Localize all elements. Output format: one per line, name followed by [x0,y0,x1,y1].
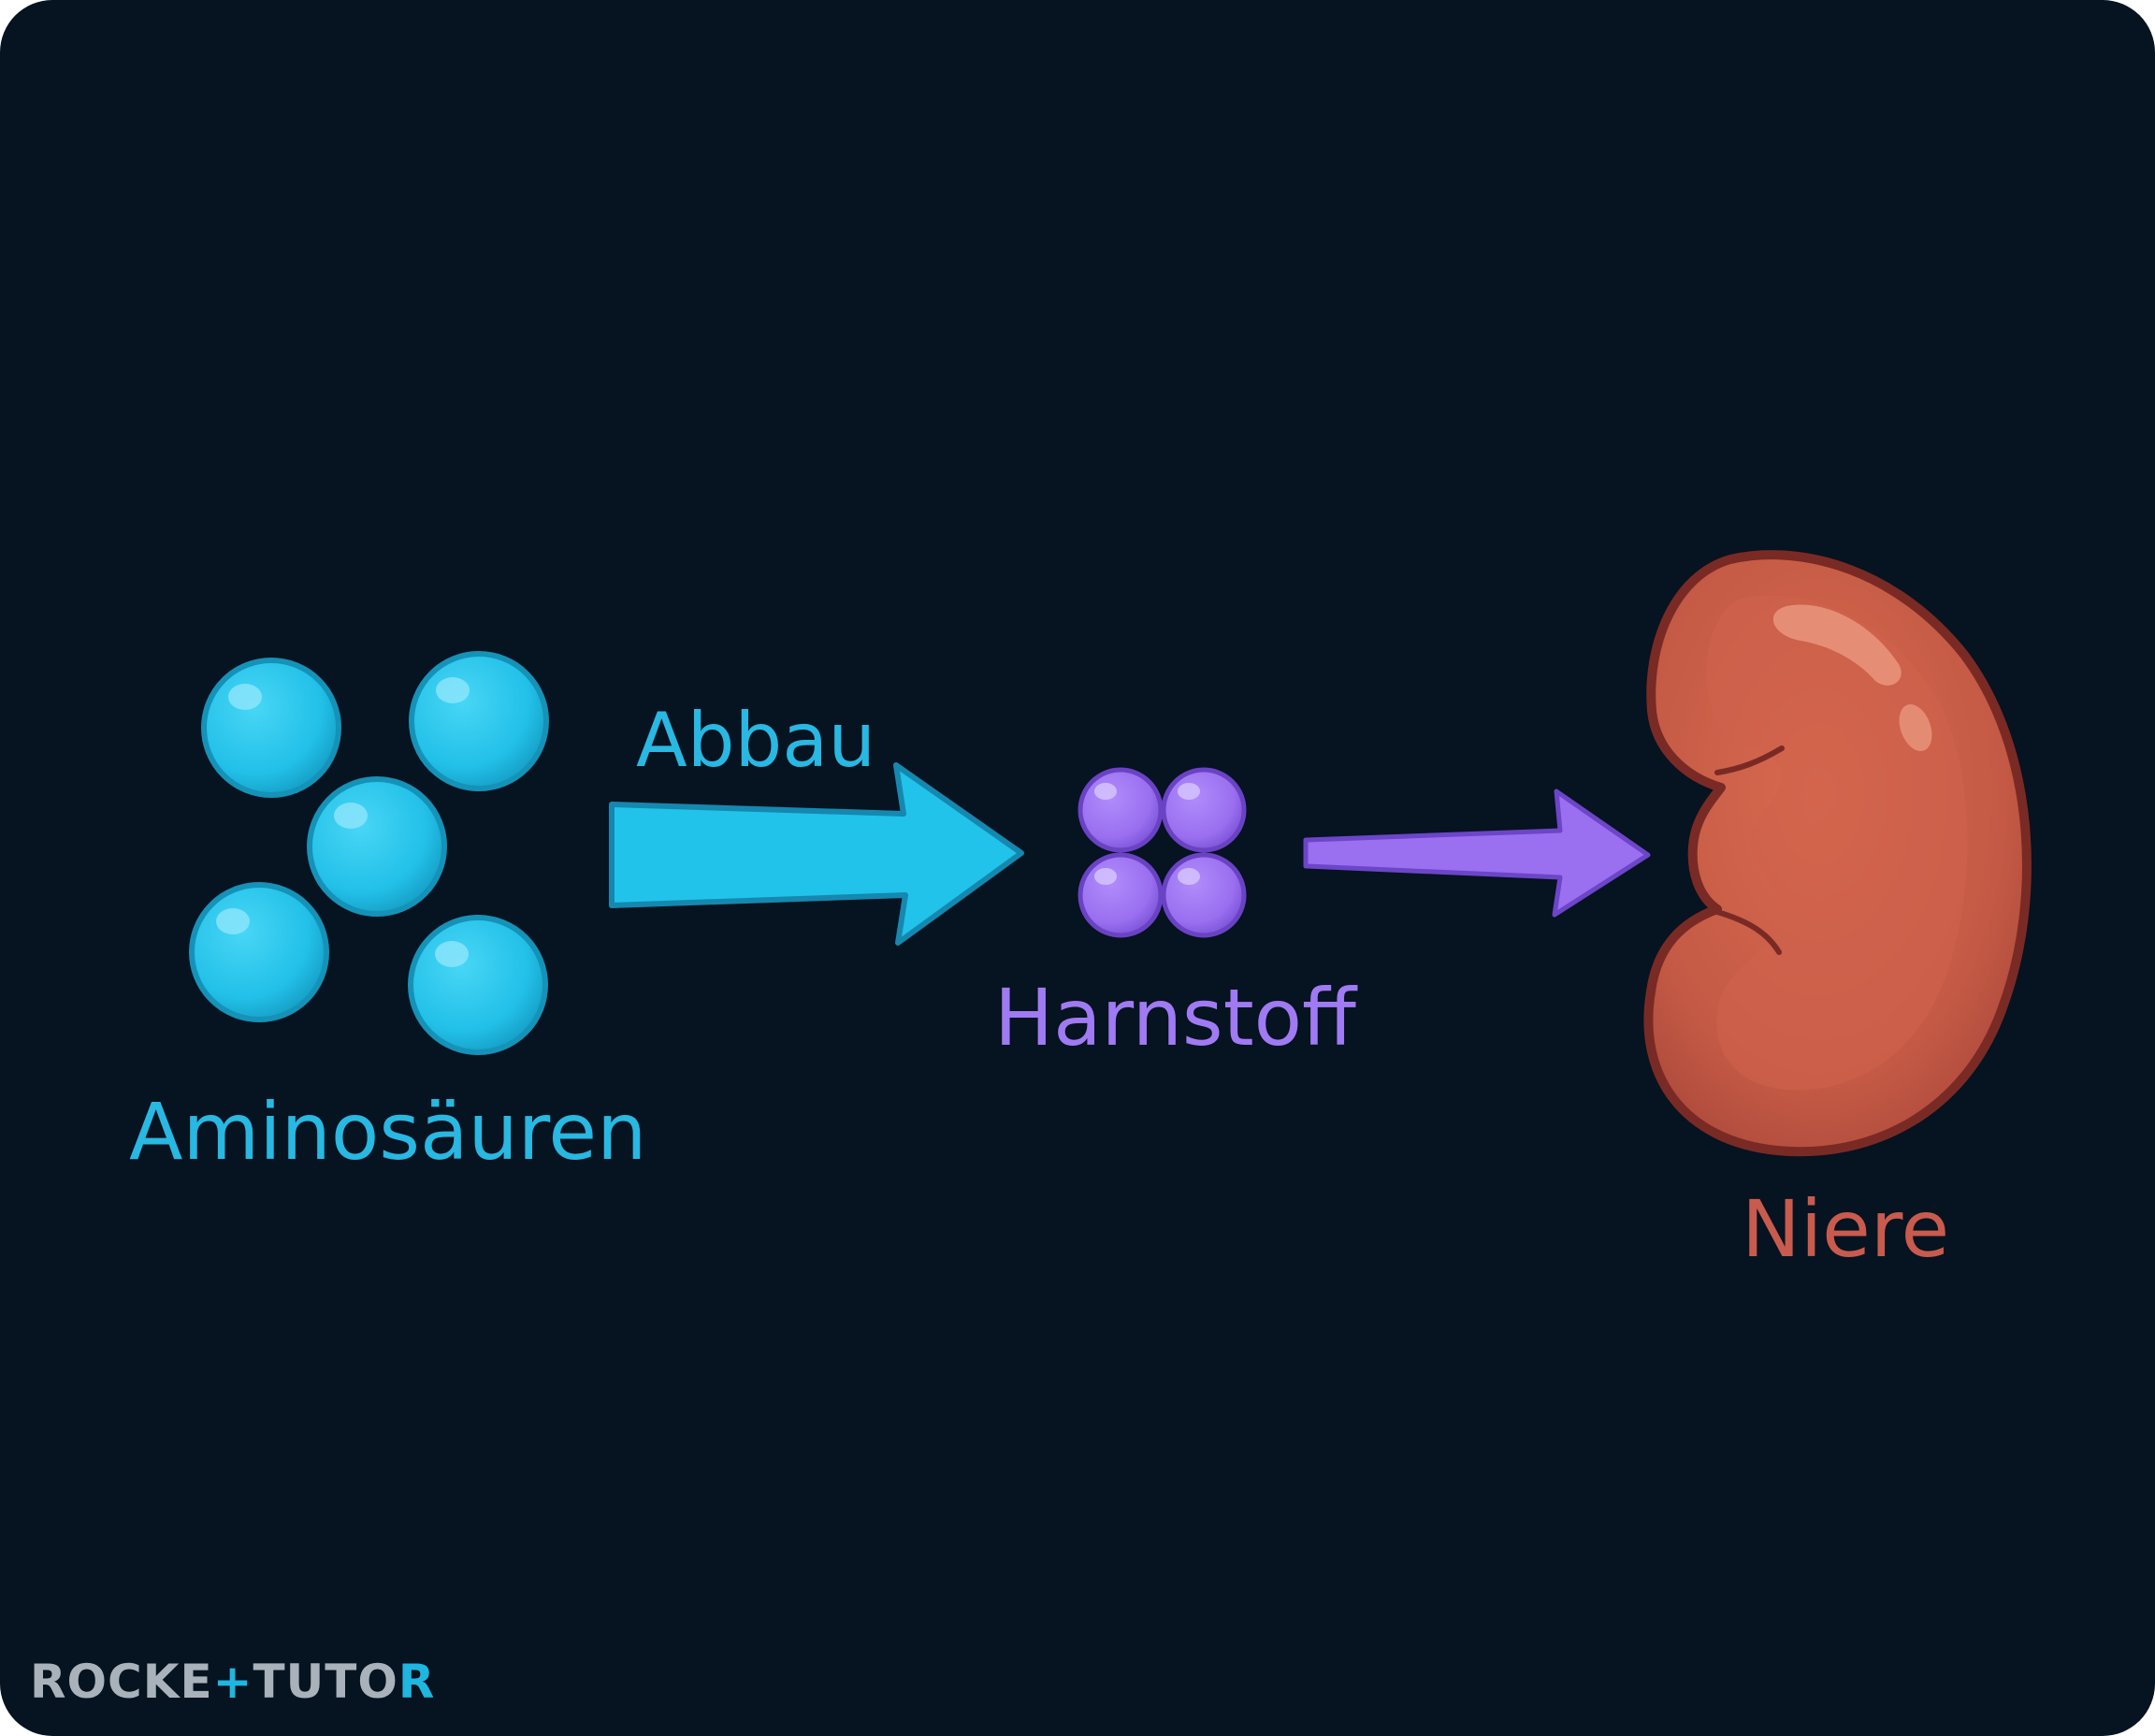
logo-text-mid: TUTO [253,1655,398,1709]
amino-acid-cluster [189,651,549,1055]
kidney-icon [1643,550,2032,1157]
amino-acid-sphere [189,882,329,1022]
harnstoff-sphere [1078,852,1164,938]
amino-acid-sphere [201,658,341,798]
amino-acid-sphere [307,776,447,917]
label-harnstoff: Harnstoff [994,972,1356,1063]
rocket-tutor-logo: ROCKE+TUTOR [30,1656,435,1708]
label-niere: Niere [1742,1183,1950,1275]
harnstoff-sphere [1161,852,1247,938]
transport-arrow [1303,788,1651,918]
logo-text-left: ROCKE [30,1655,213,1709]
harnstoff-cluster [1078,767,1247,938]
logo-text-right: R [398,1655,436,1709]
harnstoff-sphere [1078,767,1164,853]
harnstoff-sphere [1161,767,1247,853]
abbau-arrow [609,762,1024,946]
label-abbau: Abbau [636,697,876,784]
label-aminosaeuren: Aminosäuren [129,1086,647,1178]
amino-acid-sphere [409,651,549,791]
amino-acid-sphere [408,915,548,1055]
logo-plus-icon: + [212,1655,253,1709]
